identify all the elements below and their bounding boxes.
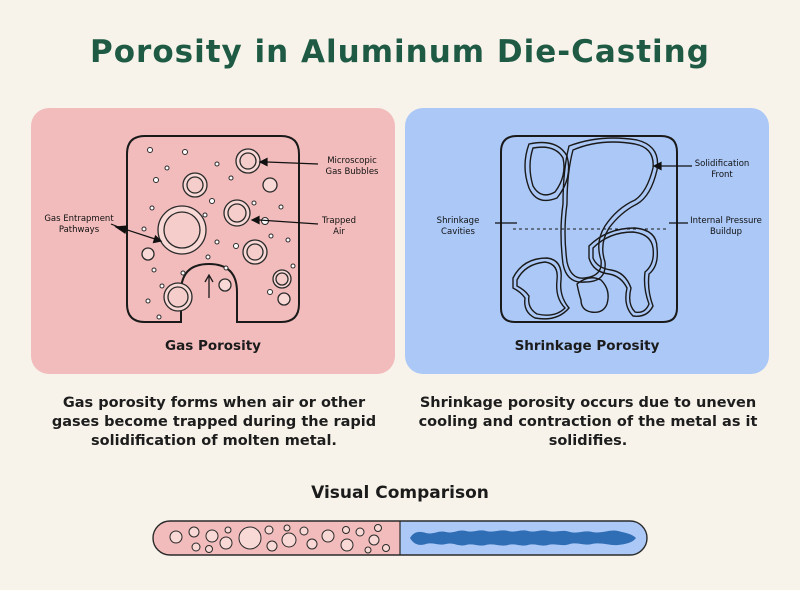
bubble [167, 286, 189, 308]
page-title: Porosity in Aluminum Die-Casting [90, 34, 710, 70]
bubble [186, 176, 204, 194]
bubble [275, 272, 289, 286]
visual-comparison-bar [152, 518, 648, 558]
bubble [141, 247, 155, 261]
shrinkage-porosity-caption: Shrinkage Porosity [514, 338, 660, 354]
gas-porosity-caption: Gas Porosity [165, 338, 261, 354]
internal-pressure-buildup-label: Internal Pressure Buildup [690, 216, 762, 237]
solidification-front-label: Solidification Front [694, 159, 750, 180]
casting-outline [500, 135, 678, 323]
bubble [163, 211, 201, 249]
bubble [239, 152, 257, 170]
shrinkage-cavity [564, 141, 654, 279]
shrinkage-porosity-panel: Solidification Front Shrinkage Cavities … [405, 108, 769, 374]
shrinkage-porosity-description: Shrinkage porosity occurs due to uneven … [418, 395, 758, 449]
shrinkage-wave [410, 530, 636, 546]
shrinkage-cavity [516, 261, 566, 316]
bubble [227, 203, 247, 223]
gas-porosity-panel: Microscopic Gas Bubbles Gas Entrapment P… [31, 108, 395, 374]
visual-comparison-title: Visual Comparison [311, 483, 489, 503]
microscopic-gas-bubbles-label: Microscopic Gas Bubbles [325, 156, 379, 177]
shrinkage-cavity [576, 277, 609, 314]
gas-porosity-description: Gas porosity forms when air or other gas… [51, 395, 377, 449]
shrinkage-porosity-diagram [495, 135, 692, 323]
bubble [218, 278, 232, 292]
bubble [246, 243, 264, 261]
trapped-air-label: Trapped Air [321, 216, 357, 237]
gas-porosity-diagram [110, 135, 319, 323]
casting-outline [126, 135, 300, 323]
shrinkage-cavity [529, 146, 565, 196]
gas-entrapment-pathways-label: Gas Entrapment Pathways [44, 214, 114, 235]
shrinkage-cavity [592, 231, 655, 314]
comparison-bar-graphic [152, 520, 648, 556]
shrinkage-cavities-label: Shrinkage Cavities [436, 216, 480, 237]
bubble [277, 292, 291, 306]
gas-side [153, 521, 400, 555]
bubble [262, 177, 278, 193]
